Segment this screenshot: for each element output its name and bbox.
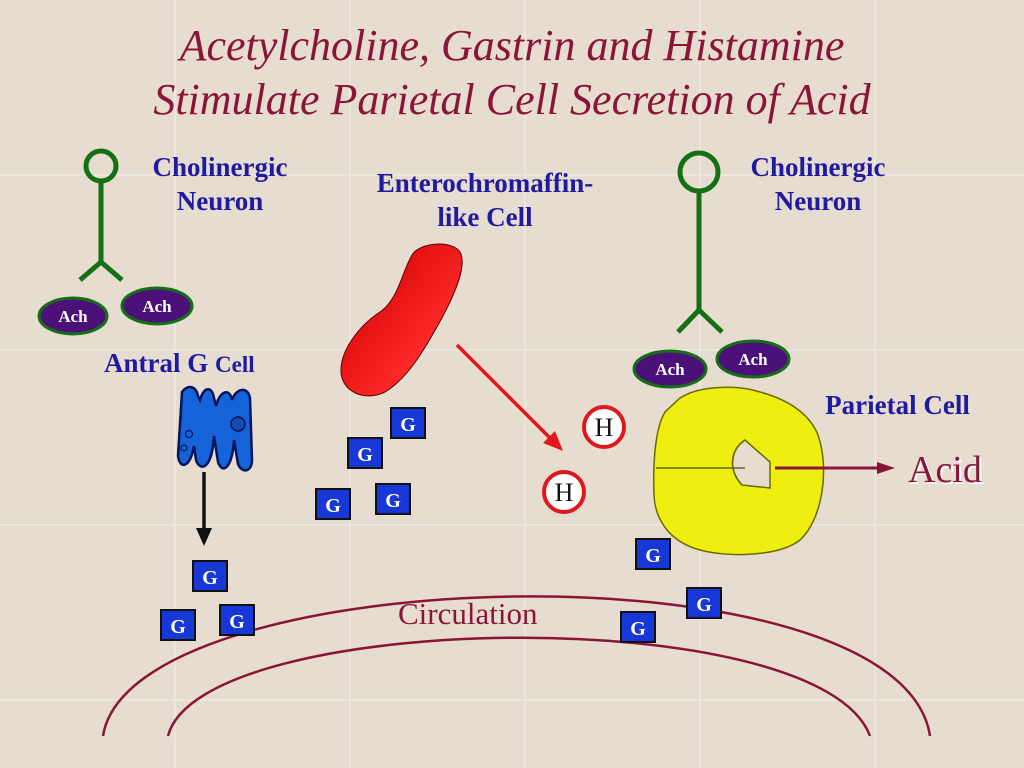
parietal-cell-shape: [652, 386, 825, 556]
gastrin-label: G: [325, 495, 341, 517]
cholinergic-neuron-right-line2: Neuron: [774, 186, 862, 216]
cholinergic-neuron-left-line1: Cholinergic: [152, 152, 288, 182]
histamine-molecule: H: [582, 405, 626, 449]
circulation-inner-arc: [166, 636, 872, 737]
histamine-label: H: [555, 478, 574, 507]
antral-g-cell-suffix: Cell: [215, 352, 255, 377]
histamine-label: H: [595, 413, 614, 442]
ach-label: Ach: [655, 360, 685, 379]
acid-secretion-arrow: [775, 462, 895, 474]
gastrin-label: G: [645, 545, 661, 567]
gastrin-label: G: [385, 490, 401, 512]
ach-molecule: Ach: [37, 296, 109, 336]
antral-g-cell-main: Antral G: [104, 348, 215, 378]
gastrin-label: G: [229, 611, 245, 633]
page-title-line-1: Acetylcholine, Gastrin and Histamine: [179, 21, 845, 70]
gastrin-molecule: G: [375, 483, 411, 515]
gastrin-release-arrow: [196, 472, 212, 546]
circulation-label: Circulation: [398, 596, 538, 631]
cholinergic-neuron-left-label: Cholinergic Neuron: [120, 150, 320, 218]
gastrin-molecule: G: [192, 560, 228, 592]
ach-molecule: Ach: [715, 339, 791, 379]
page-title-line-2: Stimulate Parietal Cell Secretion of Aci…: [153, 75, 871, 124]
gastrin-label: G: [357, 444, 373, 466]
gastrin-molecule: G: [390, 407, 426, 439]
enterochromaffin-like-cell-label: Enterochromaffin- like Cell: [325, 166, 645, 234]
parietal-cell-label: Parietal Cell: [825, 390, 970, 420]
ecl-line1: Enterochromaffin-: [376, 168, 594, 198]
histamine-molecule: H: [542, 470, 586, 514]
histamine-release-arrow: [455, 343, 563, 451]
cholinergic-neuron-right: [676, 150, 724, 334]
antral-g-cell-label: Antral G Cell: [104, 346, 255, 382]
gastrin-molecule: G: [686, 587, 722, 619]
antral-g-cell-shape: [176, 385, 254, 472]
cholinergic-neuron-right-line1: Cholinergic: [750, 152, 886, 182]
gastrin-molecule: G: [315, 488, 351, 520]
gastrin-molecule: G: [347, 437, 383, 469]
cholinergic-neuron-right-label: Cholinergic Neuron: [718, 150, 918, 218]
enterochromaffin-like-cell-shape: [340, 243, 463, 397]
ach-molecule: Ach: [632, 349, 708, 389]
circulation-outer-arc: [101, 595, 932, 737]
ach-label: Ach: [738, 350, 768, 369]
acid-label: Acid: [908, 449, 982, 491]
gastrin-label: G: [696, 594, 712, 616]
gastrin-label: G: [170, 616, 186, 638]
ach-label: Ach: [58, 307, 88, 326]
gastrin-label: G: [630, 618, 646, 640]
ach-molecule: Ach: [120, 286, 194, 326]
cholinergic-neuron-left-line2: Neuron: [176, 186, 264, 216]
gastrin-label: G: [202, 567, 218, 589]
cholinergic-neuron-left: [78, 148, 124, 282]
gastrin-molecule: G: [160, 609, 196, 641]
ach-label: Ach: [142, 297, 172, 316]
ecl-line2: like Cell: [437, 202, 533, 232]
gastrin-molecule: G: [635, 538, 671, 570]
gastrin-molecule: G: [620, 611, 656, 643]
gastrin-label: G: [400, 414, 416, 436]
gastrin-molecule: G: [219, 604, 255, 636]
